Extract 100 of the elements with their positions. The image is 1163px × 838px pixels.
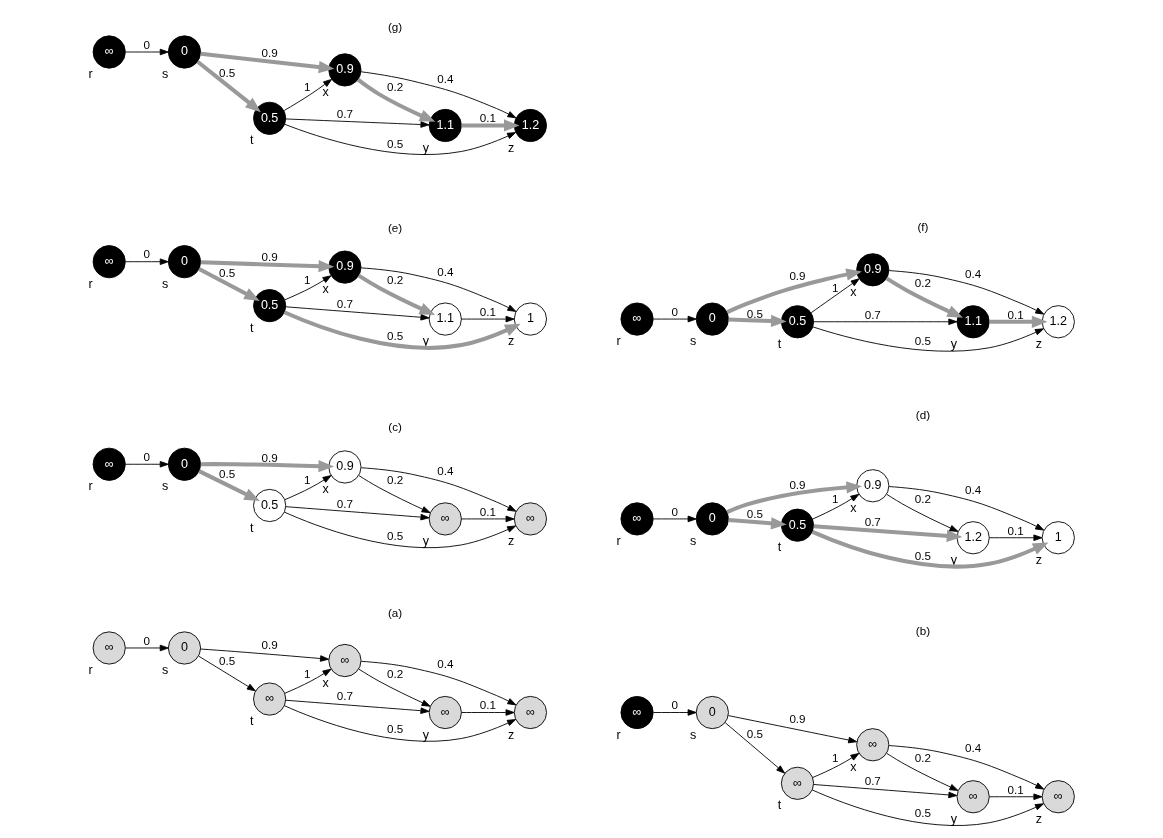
edge-label: 0.7 xyxy=(336,106,353,120)
edge-label: 0.5 xyxy=(746,306,764,320)
node-circle: 0 xyxy=(695,695,729,730)
node-circle: 0.9 xyxy=(856,469,890,503)
node-label: r xyxy=(88,663,93,678)
edge-label: 0 xyxy=(671,698,678,712)
arrow xyxy=(284,475,332,501)
label: (a) xyxy=(387,605,403,619)
arrow xyxy=(811,529,1049,569)
arrow xyxy=(285,306,430,321)
arrow xyxy=(888,486,1045,531)
edge-label: 0.9 xyxy=(789,477,806,491)
node-label: r xyxy=(616,727,621,742)
edge-label: 0.5 xyxy=(386,721,404,735)
arrow xyxy=(196,60,261,113)
node-circle: 0 xyxy=(167,245,202,279)
arrow xyxy=(813,524,963,543)
node-label: t xyxy=(249,714,254,729)
edge-label: 0.7 xyxy=(864,773,881,787)
edge-label: 1 xyxy=(831,751,839,765)
edge-label: 0.1 xyxy=(1007,523,1024,537)
edge-label: 1 xyxy=(304,666,311,680)
arrow xyxy=(812,493,860,520)
edge-label: 0 xyxy=(143,450,151,464)
node-label: s xyxy=(162,276,169,291)
arrow xyxy=(728,314,787,328)
node-circle: ∞ xyxy=(513,695,547,730)
edge-label: 0.5 xyxy=(746,726,764,740)
arrow xyxy=(285,506,430,521)
arrow xyxy=(810,278,860,314)
node-label: y xyxy=(422,140,430,155)
edge-label: 0 xyxy=(143,37,151,51)
edge-label: 1 xyxy=(304,79,311,93)
arrow xyxy=(283,511,517,549)
node-label: x xyxy=(322,85,329,100)
node-label: y xyxy=(950,811,957,826)
edge-label: 1 xyxy=(831,280,839,294)
edge-label: 0.9 xyxy=(789,269,806,282)
edge-label: 0.2 xyxy=(914,492,932,506)
edge-label: 0.9 xyxy=(261,638,278,652)
arrow xyxy=(285,699,430,714)
node-circle: 0.9 xyxy=(328,450,362,484)
node-circle: ∞ xyxy=(1041,780,1075,814)
edge-label: 0.7 xyxy=(864,307,881,321)
node-label: t xyxy=(249,133,254,148)
arrow xyxy=(200,260,335,273)
node-circle: ∞ xyxy=(428,502,462,536)
node-circle: 0.5 xyxy=(253,488,287,523)
node-circle: ∞ xyxy=(428,695,462,730)
node-label: x xyxy=(322,282,329,297)
node-label: t xyxy=(777,336,782,351)
arrow xyxy=(653,515,697,523)
edge-label: 0.5 xyxy=(386,329,404,343)
edge-label: 0.1 xyxy=(479,504,496,518)
edge-label: 0.4 xyxy=(437,71,454,85)
arrow xyxy=(653,315,697,323)
arrow xyxy=(813,784,958,799)
edge-label: 0.5 xyxy=(218,654,236,668)
edge-label: 0.4 xyxy=(965,267,982,281)
edge-label: 0.1 xyxy=(479,304,496,318)
node-circle: 0.5 xyxy=(780,508,815,542)
node-circle: 1.1 xyxy=(428,302,462,336)
edge-label: 1 xyxy=(304,273,311,287)
edge-label: 0.5 xyxy=(914,334,932,348)
node-label: x xyxy=(850,500,857,515)
node-label: y xyxy=(422,534,430,549)
arrow xyxy=(356,78,436,122)
node-label: x xyxy=(322,675,329,690)
edge-label: 0.7 xyxy=(336,296,353,310)
node-circle: 1 xyxy=(513,302,547,336)
node-circle: 0 xyxy=(695,502,729,536)
arrow xyxy=(198,469,260,502)
edge-label: 0.1 xyxy=(479,698,496,712)
node-circle: 1.2 xyxy=(1041,305,1075,339)
node-circle: 1.1 xyxy=(956,305,990,339)
node-circle: ∞ xyxy=(92,447,126,481)
node-circle: 0.9 xyxy=(856,253,890,287)
node-label: r xyxy=(88,67,93,82)
node-circle: 0.5 xyxy=(253,101,287,135)
edge-label: 0.5 xyxy=(914,548,932,562)
edge-label: 0.9 xyxy=(789,711,806,725)
node-label: r xyxy=(616,534,621,549)
arrow xyxy=(461,119,520,132)
arrow xyxy=(360,467,517,512)
node-circle: ∞ xyxy=(856,728,890,762)
node-label: x xyxy=(850,759,857,774)
node-circle: 0 xyxy=(167,447,202,481)
node-circle: 0.9 xyxy=(328,53,362,87)
edge-label: 0.5 xyxy=(218,467,236,481)
arrow xyxy=(200,648,329,662)
node-circle: 1.2 xyxy=(513,108,547,143)
edge-label: 0.2 xyxy=(386,473,404,487)
node-circle: ∞ xyxy=(92,631,126,665)
label: (b) xyxy=(915,623,931,637)
arrow xyxy=(461,709,515,716)
node-label: r xyxy=(88,276,93,291)
arrow xyxy=(284,668,332,694)
arrow xyxy=(284,275,332,301)
arrow xyxy=(358,668,431,707)
label: (g) xyxy=(387,19,403,33)
